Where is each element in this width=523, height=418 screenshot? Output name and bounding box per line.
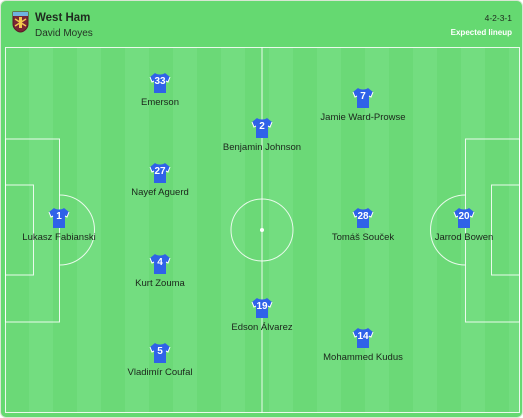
jersey-icon: 33 <box>148 71 172 95</box>
jersey-icon: 14 <box>351 326 375 350</box>
coach-name: David Moyes <box>35 28 93 39</box>
player-defender[interactable]: 4 Kurt Zouma <box>100 252 220 289</box>
player-defender[interactable]: 5 Vladimír Coufal <box>100 341 220 378</box>
jersey-icon: 20 <box>452 206 476 230</box>
player-attacking-midfielder[interactable]: 28 Tomáš Souček <box>303 206 423 243</box>
player-defender[interactable]: 33 Emerson <box>100 71 220 108</box>
formation-label: 4-2-3-1 <box>484 13 512 23</box>
jersey-icon: 19 <box>250 296 274 320</box>
player-attacking-midfielder[interactable]: 14 Mohammed Kudus <box>303 326 423 363</box>
lineup-status-label: Expected lineup <box>450 28 512 37</box>
player-name: Jamie Ward-Prowse <box>320 112 406 123</box>
player-name: Benjamin Johnson <box>222 142 302 153</box>
player-attacking-midfielder[interactable]: 7 Jamie Ward-Prowse <box>303 86 423 123</box>
player-name: Edson Álvarez <box>231 322 293 333</box>
pitch-markings <box>5 47 520 413</box>
lineup-header: West Ham David Moyes 4-2-3-1 Expected li… <box>1 1 522 47</box>
player-number: 20 <box>458 211 470 222</box>
player-midfielder[interactable]: 19 Edson Álvarez <box>202 296 322 333</box>
jersey-icon: 28 <box>351 206 375 230</box>
player-name: Emerson <box>140 97 179 108</box>
player-goalkeeper[interactable]: 1 Lukasz Fabianski <box>1 206 119 243</box>
player-forward[interactable]: 20 Jarrod Bowen <box>404 206 522 243</box>
player-defender[interactable]: 27 Nayef Aguerd <box>100 161 220 198</box>
player-name: Jarrod Bowen <box>434 232 494 243</box>
player-name: Vladimír Coufal <box>127 367 193 378</box>
player-name: Nayef Aguerd <box>131 187 189 198</box>
jersey-icon: 7 <box>351 86 375 110</box>
jersey-icon: 5 <box>148 341 172 365</box>
jersey-icon: 1 <box>47 206 71 230</box>
player-number: 27 <box>154 166 166 177</box>
player-number: 1 <box>56 211 62 222</box>
player-number: 33 <box>154 76 166 87</box>
player-name: Tomáš Souček <box>331 232 395 243</box>
player-midfielder[interactable]: 2 Benjamin Johnson <box>202 116 322 153</box>
jersey-icon: 4 <box>148 252 172 276</box>
team-name[interactable]: West Ham <box>35 12 91 24</box>
player-number: 7 <box>360 91 366 102</box>
player-number: 5 <box>157 346 163 357</box>
pitch <box>5 47 520 413</box>
player-name: Kurt Zouma <box>135 278 185 289</box>
player-name: Mohammed Kudus <box>323 352 403 363</box>
jersey-icon: 27 <box>148 161 172 185</box>
player-number: 28 <box>357 211 369 222</box>
jersey-icon: 2 <box>250 116 274 140</box>
player-number: 14 <box>357 331 369 342</box>
club-crest-icon <box>12 11 29 33</box>
player-number: 4 <box>157 257 163 268</box>
player-number: 2 <box>259 121 265 132</box>
player-name: Lukasz Fabianski <box>22 232 96 243</box>
player-number: 19 <box>256 301 268 312</box>
